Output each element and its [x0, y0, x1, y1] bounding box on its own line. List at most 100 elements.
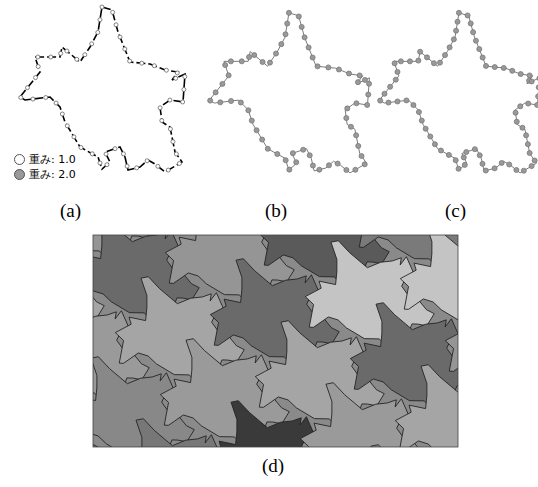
- control-point: [492, 65, 497, 70]
- control-point: [283, 158, 288, 163]
- control-point: [456, 10, 461, 15]
- legend-swatch: [14, 154, 25, 165]
- legend-row: 重み: 1.0: [14, 152, 76, 167]
- control-point: [283, 32, 288, 37]
- control-point: [461, 155, 466, 160]
- subfigure-label: (b): [265, 200, 287, 222]
- control-point: [19, 95, 23, 99]
- control-point: [174, 152, 178, 156]
- control-point: [362, 162, 367, 167]
- control-point: [83, 53, 87, 57]
- control-point: [208, 98, 213, 103]
- control-point: [252, 53, 257, 58]
- control-point: [464, 149, 469, 154]
- control-point: [353, 167, 358, 172]
- control-point: [437, 60, 442, 65]
- control-point: [477, 153, 482, 158]
- control-point: [499, 160, 504, 165]
- control-point: [175, 71, 179, 75]
- control-point: [36, 55, 40, 59]
- control-point: [527, 73, 532, 78]
- control-point: [510, 68, 515, 73]
- control-point: [65, 49, 69, 53]
- control-point: [398, 59, 403, 64]
- control-point: [477, 47, 482, 52]
- control-point: [416, 58, 421, 63]
- control-point: [359, 154, 364, 159]
- control-point: [285, 21, 290, 26]
- control-point: [344, 167, 349, 172]
- control-point: [357, 73, 362, 78]
- control-point: [355, 80, 360, 85]
- control-point: [72, 135, 76, 139]
- control-point: [260, 137, 265, 142]
- tile-piece: [369, 338, 458, 447]
- control-point: [98, 18, 102, 22]
- control-point: [182, 87, 186, 91]
- legend-text: 重み: 2.0: [29, 167, 76, 182]
- control-point: [407, 59, 412, 64]
- control-point: [532, 158, 537, 163]
- control-point: [483, 63, 488, 68]
- control-point: [49, 55, 53, 59]
- control-point: [267, 60, 272, 65]
- control-point: [524, 133, 529, 138]
- control-point: [518, 72, 523, 77]
- control-point: [265, 146, 270, 151]
- control-point: [404, 98, 409, 103]
- control-point: [213, 90, 218, 95]
- control-point: [279, 42, 284, 47]
- control-point: [145, 159, 149, 163]
- control-point: [306, 45, 311, 50]
- control-point: [125, 164, 129, 168]
- control-point: [525, 142, 530, 147]
- control-point: [521, 168, 526, 173]
- control-point: [140, 61, 144, 65]
- control-point: [472, 147, 477, 152]
- control-point: [111, 10, 115, 14]
- control-point: [356, 143, 361, 148]
- control-point: [275, 152, 280, 157]
- control-point: [483, 168, 488, 173]
- control-point: [239, 59, 244, 64]
- control-point: [365, 102, 370, 107]
- control-point: [348, 124, 353, 129]
- control-point: [254, 128, 259, 133]
- control-point: [527, 150, 532, 155]
- control-point: [98, 161, 102, 165]
- control-point: [367, 81, 372, 86]
- control-point: [229, 99, 234, 104]
- control-point: [514, 119, 519, 124]
- subfigure-label: (c): [445, 200, 466, 222]
- control-point: [60, 112, 64, 116]
- control-point: [354, 133, 359, 138]
- control-point: [393, 77, 398, 82]
- control-point: [156, 164, 160, 168]
- control-point: [388, 84, 393, 89]
- control-point: [378, 98, 383, 103]
- control-point: [454, 28, 459, 33]
- subfigure-label: (a): [60, 200, 81, 222]
- control-point: [223, 63, 228, 68]
- control-point: [423, 126, 428, 131]
- legend-swatch: [14, 169, 25, 180]
- control-point: [158, 106, 162, 110]
- control-point: [121, 152, 125, 156]
- control-point: [90, 152, 94, 156]
- control-point: [54, 101, 58, 105]
- tile-piece: [224, 436, 385, 447]
- control-point: [310, 163, 315, 168]
- control-point: [118, 35, 122, 39]
- control-point: [96, 30, 100, 34]
- control-point: [468, 21, 473, 26]
- control-point: [456, 166, 461, 171]
- control-point: [166, 168, 170, 172]
- control-point: [238, 100, 243, 105]
- control-point: [419, 118, 424, 123]
- control-point: [105, 163, 109, 167]
- control-point: [431, 61, 436, 66]
- control-point: [226, 73, 231, 78]
- control-point: [181, 100, 185, 104]
- control-point: [294, 160, 299, 165]
